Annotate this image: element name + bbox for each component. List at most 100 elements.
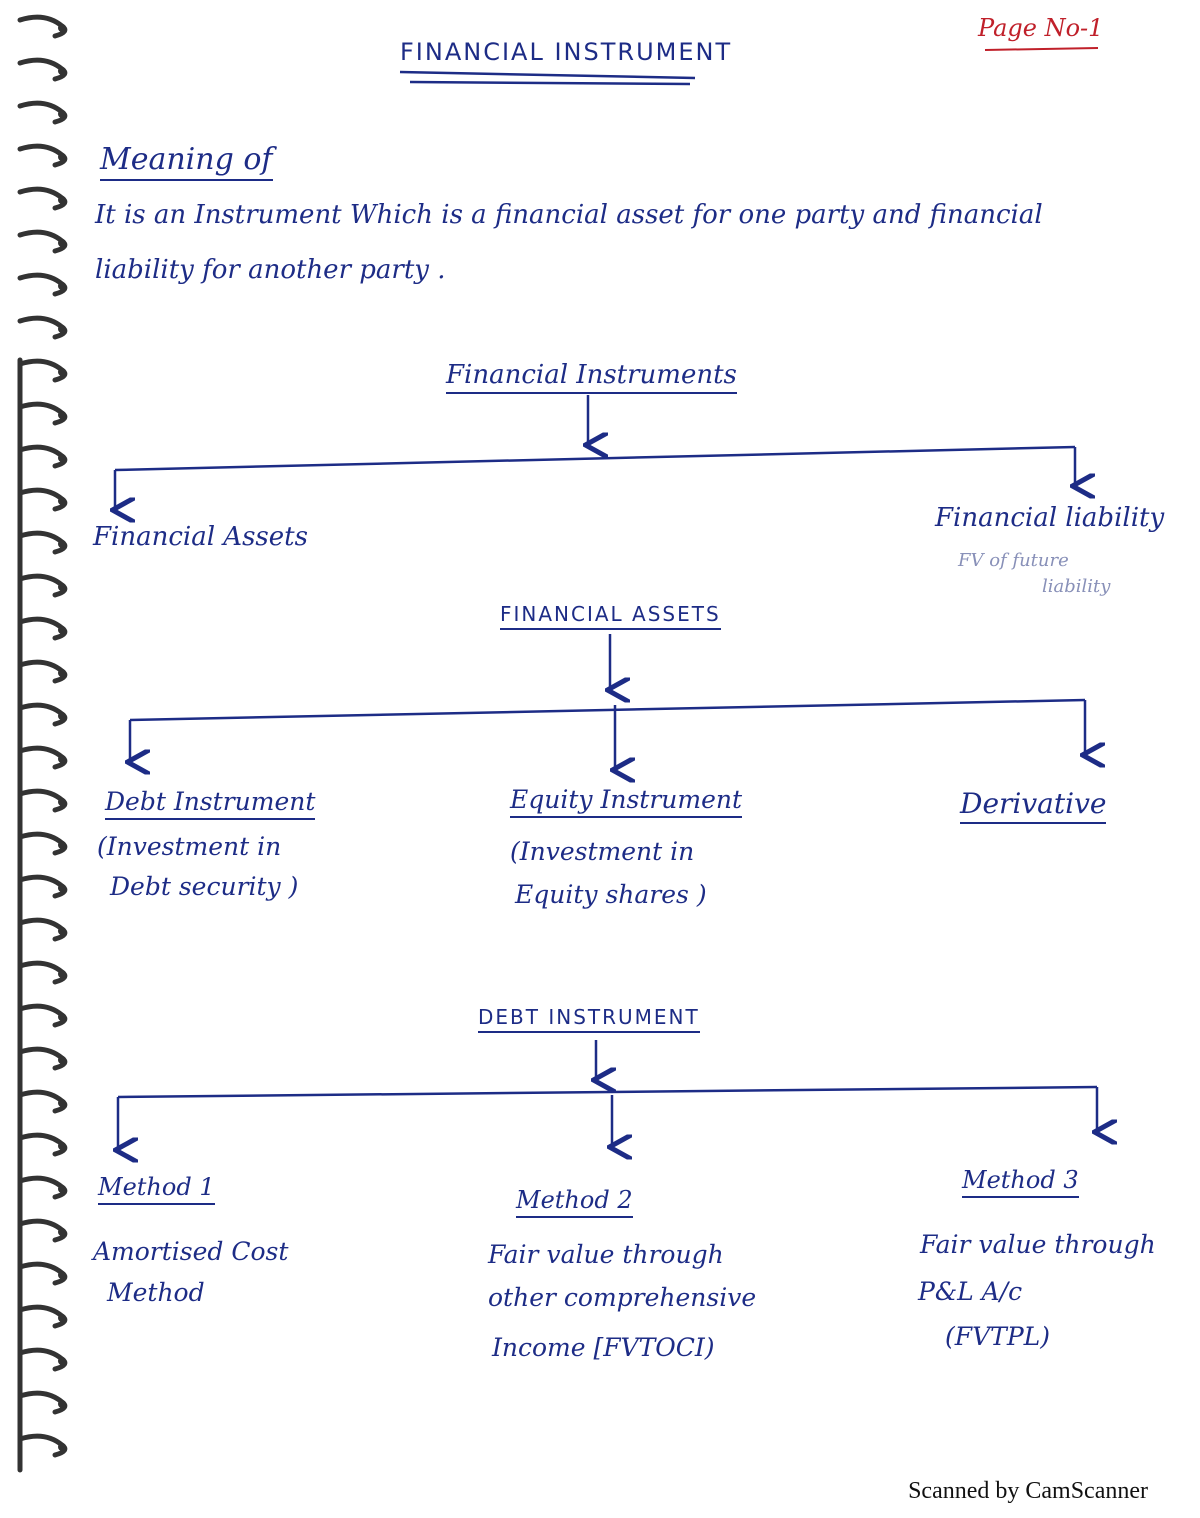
- spiral-ring: [17, 1175, 68, 1200]
- spiral-ring: [17, 57, 68, 82]
- spiral-ring: [17, 315, 68, 340]
- tree3-m3-desc-3: (FVTPL): [945, 1322, 1051, 1351]
- tree1-root: Financial Instruments: [446, 360, 737, 394]
- meaning-line-2: liability for another party .: [95, 255, 446, 285]
- spiral-ring: [17, 1003, 68, 1028]
- spiral-ring: [17, 530, 68, 555]
- tree3-m2-desc-2: other comprehensive: [488, 1283, 757, 1312]
- spiral-hole: [58, 1400, 66, 1408]
- spiral-ring: [17, 186, 68, 211]
- spiral-hole: [58, 24, 66, 32]
- spiral-hole: [58, 1228, 66, 1236]
- spiral-ring: [17, 143, 68, 168]
- spiral-ring: [17, 358, 68, 383]
- spiral-hole: [58, 1443, 66, 1451]
- spiral-hole: [58, 798, 66, 806]
- tree3-m3-title: Method 3: [962, 1166, 1079, 1198]
- spiral-hole: [58, 67, 66, 75]
- tree2-middle-desc-2: Equity shares ): [515, 880, 707, 909]
- spiral-ring: [17, 702, 68, 727]
- tree2-middle-desc-1: (Investment in: [510, 837, 695, 866]
- spiral-hole: [58, 970, 66, 978]
- spiral-ring: [17, 272, 68, 297]
- spiral-ring: [17, 1261, 68, 1286]
- spiral-ring: [17, 573, 68, 598]
- spiral-hole: [58, 454, 66, 462]
- spiral-ring: [17, 1218, 68, 1243]
- tree3-m3-desc-2: P&L A/c: [918, 1277, 1023, 1306]
- tree2-left-desc-1: (Investment in: [97, 832, 282, 861]
- spiral-hole: [58, 755, 66, 763]
- scanner-watermark: Scanned by CamScanner: [908, 1478, 1148, 1504]
- tree1-left-node: Financial Assets: [93, 522, 308, 552]
- spiral-ring: [17, 960, 68, 985]
- spiral-hole: [58, 927, 66, 935]
- tree2-root: FINANCIAL ASSETS: [500, 602, 721, 630]
- spiral-hole: [58, 1013, 66, 1021]
- spiral-hole: [58, 282, 66, 290]
- spiral-ring: [17, 100, 68, 125]
- spiral-hole: [58, 239, 66, 247]
- spiral-hole: [58, 110, 66, 118]
- spiral-ring: [17, 616, 68, 641]
- spiral-hole: [58, 1185, 66, 1193]
- spiral-ring: [17, 401, 68, 426]
- tree3-root: DEBT INSTRUMENT: [478, 1005, 700, 1033]
- spiral-ring: [17, 1390, 68, 1415]
- spiral-hole: [58, 1271, 66, 1279]
- spiral-binding: [17, 14, 68, 1473]
- spiral-ring: [17, 659, 68, 684]
- tree2-right-title: Derivative: [960, 787, 1107, 824]
- spiral-hole: [58, 583, 66, 591]
- spiral-hole: [58, 626, 66, 634]
- spiral-hole: [58, 1314, 66, 1322]
- spiral-hole: [58, 540, 66, 548]
- spiral-ring: [17, 444, 68, 469]
- tree3-m1-desc-2: Method: [107, 1278, 205, 1307]
- spiral-ring: [17, 14, 68, 39]
- tree3-m1-title: Method 1: [98, 1173, 215, 1205]
- spiral-ring: [17, 745, 68, 770]
- spiral-ring: [17, 229, 68, 254]
- tree2-left-desc-2: Debt security ): [110, 872, 299, 901]
- tree1-right-note-2: liability: [1042, 576, 1111, 597]
- spiral-hole: [58, 325, 66, 333]
- meaning-heading: Meaning of: [100, 142, 273, 181]
- spiral-hole: [58, 841, 66, 849]
- tree3-m2-desc-3: Income [FVTOCI): [492, 1333, 715, 1362]
- spiral-hole: [58, 1357, 66, 1365]
- spiral-hole: [58, 368, 66, 376]
- spiral-ring: [17, 917, 68, 942]
- spiral-hole: [58, 1056, 66, 1064]
- spiral-hole: [58, 1099, 66, 1107]
- spiral-ring: [17, 1089, 68, 1114]
- tree3-m3-desc-1: Fair value through: [920, 1230, 1156, 1259]
- spiral-ring: [17, 1132, 68, 1157]
- meaning-line-1: It is an Instrument Which is a financial…: [95, 200, 1043, 230]
- tree1-right-node: Financial liability: [935, 503, 1165, 533]
- spiral-hole: [58, 196, 66, 204]
- tree3-m2-desc-1: Fair value through: [488, 1240, 724, 1269]
- spiral-hole: [58, 884, 66, 892]
- spiral-ring: [17, 1304, 68, 1329]
- tree2-left-title: Debt Instrument: [105, 787, 316, 820]
- spiral-ring: [17, 1046, 68, 1071]
- spiral-ring: [17, 831, 68, 856]
- spiral-ring: [17, 487, 68, 512]
- spiral-hole: [58, 411, 66, 419]
- tree3-m1-desc-1: Amortised Cost: [93, 1237, 289, 1266]
- spiral-ring: [17, 1347, 68, 1372]
- spiral-ring: [17, 788, 68, 813]
- spiral-ring: [17, 1433, 68, 1458]
- spiral-hole: [58, 669, 66, 677]
- page-number: Page No-1: [978, 14, 1104, 42]
- spiral-hole: [58, 712, 66, 720]
- page-title: FINANCIAL INSTRUMENT: [400, 38, 733, 66]
- spiral-hole: [58, 1142, 66, 1150]
- spiral-hole: [58, 497, 66, 505]
- spiral-ring: [17, 874, 68, 899]
- tree3-m2-title: Method 2: [516, 1186, 633, 1218]
- tree2-middle-title: Equity Instrument: [510, 785, 743, 818]
- spiral-hole: [58, 153, 66, 161]
